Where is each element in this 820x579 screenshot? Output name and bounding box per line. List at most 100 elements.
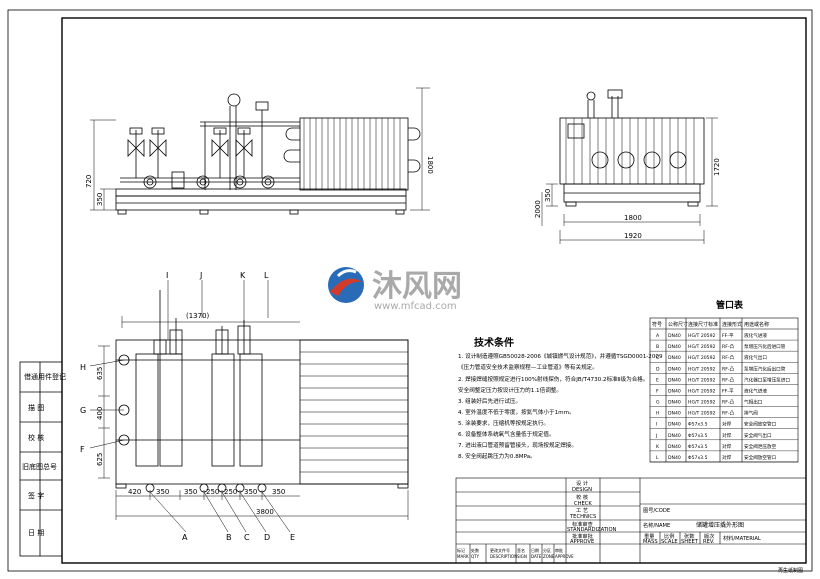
callout-D: D [264, 533, 270, 542]
tb-check-cn: 校 核 [576, 493, 588, 501]
nozzle-cell: 安全阀放空管口 [744, 454, 777, 461]
nozzle-cell: 对焊 [722, 454, 732, 461]
nozzle-cell: DN40 [668, 333, 681, 339]
nozzle-cell: H [656, 411, 659, 417]
nozzle-cell: 对焊 [722, 443, 732, 450]
nozzle-cell: Φ57x3.5 [688, 433, 708, 439]
tb-techn-cn: 工 艺 [576, 507, 588, 514]
tech-line-3: 安全阀整定压力按设计压力的1.1倍调整。 [458, 386, 562, 394]
nozzle-cell: HG/T 20592 [688, 355, 716, 361]
sidebar-label-0: 借通用件登记 [24, 372, 66, 381]
nozzle-cell: E [656, 377, 659, 383]
watermark-url: www.mfcad.com [374, 301, 457, 312]
nozzle-cell: RF-凸 [722, 411, 734, 417]
left-sidebar-table [19, 361, 63, 557]
tb-footer: 再生纸制图 [778, 567, 803, 574]
tech-line-1: 《压力管道安全技术监察规程—工业管道》等有关规定。 [458, 363, 598, 371]
nozzle-cell: DN40 [668, 433, 681, 439]
nozzle-cell: G [656, 400, 660, 406]
rev-col-0-en: MARK [457, 554, 469, 559]
nozzle-cell: 对焊 [722, 432, 732, 439]
tb-sheet-en: SHEET [681, 539, 699, 545]
nozzle-cell: 安全阀放空管口 [744, 421, 777, 428]
bottom-dim-0: 420 [128, 488, 141, 496]
bottom-dim-5: 350 [244, 488, 257, 496]
nozzle-cell: DN40 [668, 344, 681, 350]
tech-line-4: 3. 组装好后先进行试压。 [458, 397, 521, 405]
nozzle-cell: I [656, 422, 657, 428]
tb-material: 材料/MATERIAL [723, 534, 761, 542]
callout-A: A [182, 533, 188, 542]
nozzle-header-2: 连接尺寸标准 [688, 321, 718, 328]
callout-E: E [290, 533, 295, 542]
side-dim-b: 2000 [534, 200, 542, 218]
nozzle-cell: 液化气出口 [744, 354, 767, 361]
tb-rev-cn: 版次 [704, 532, 714, 540]
nozzle-cell: HG/T 20592 [688, 400, 716, 406]
nozzle-cell: C [656, 355, 659, 361]
sidebar-label-4: 签 字 [28, 491, 44, 500]
nozzle-cell: J [655, 433, 657, 439]
tb-mass-en: MASS [643, 539, 658, 545]
nozzle-cell: HG/T 20592 [688, 377, 716, 383]
tech-line-0: 1. 设计制造遵照GB50028-2006《城镇燃气设计规范》，并遵循TSGD0… [458, 352, 663, 360]
rev-col-6-cn: 审批 [555, 547, 563, 553]
front-view [115, 93, 421, 215]
tech-title: 技术条件 [474, 336, 514, 349]
nozzle-cell: 汽化器口至增压泵进口 [744, 376, 790, 383]
tb-scale-en: SCALE [661, 539, 678, 545]
rev-col-3-cn: 签名 [517, 547, 525, 553]
inner-frame [61, 17, 807, 564]
nozzle-cell: FF-平 [722, 388, 734, 394]
tb-sheet-cn: 张数 [684, 532, 695, 540]
nozzle-cell: DN40 [668, 455, 681, 461]
rev-col-2-en: DESCRIPTION [490, 554, 517, 559]
nozzle-cell: DN40 [668, 444, 681, 450]
nozzle-cell: HG/T 20592 [688, 388, 716, 394]
bottom-dim-1: 350 [156, 488, 169, 496]
tech-line-5: 4. 室外温度不低于零度，按氦气体小于1mm。 [458, 408, 575, 416]
revision-columns: 标记MARK处数QTY更改文件号DESCRIPTION签名SIGN日期DATE分… [457, 547, 574, 559]
nozzle-cell: D [656, 366, 660, 372]
callout-G: G [80, 406, 86, 415]
top-view-leaders [89, 280, 409, 533]
callout-B: B [226, 533, 232, 542]
tb-design-cn: 设 计 [576, 479, 588, 487]
nozzle-header-1: 公称尺寸 [668, 321, 688, 328]
rev-col-1-cn: 处数 [471, 547, 479, 553]
nozzle-cell: DN40 [668, 422, 681, 428]
bottom-dim-total: 3800 [256, 508, 274, 516]
rev-col-2-cn: 更改文件号 [490, 547, 510, 553]
tb-standard-en: STANDARDIZATION [567, 527, 617, 533]
tb-drawing-title: 储罐增压撬外形图 [696, 521, 744, 529]
nozzle-cell: K [656, 444, 660, 450]
nozzle-cell: A [656, 333, 660, 339]
front-dim-base: 350 [96, 193, 104, 206]
nozzle-header-3: 连接形式 [722, 321, 742, 328]
nozzle-cell: HG/T 20592 [688, 344, 716, 350]
nozzle-cell: L [656, 455, 659, 461]
sidebar-label-5: 日 期 [28, 529, 44, 537]
nozzle-cell: RF-凸 [722, 377, 734, 383]
nozzle-cell: DN40 [668, 355, 681, 361]
outer-frame [7, 9, 813, 572]
nozzle-cell: RF-凸 [722, 400, 734, 406]
side-dim-a: 350 [544, 189, 552, 202]
tb-standard-cn: 标准审查 [572, 520, 593, 528]
tech-line-7: 6. 设备整体系统氧气含量低于规定值。 [458, 430, 555, 438]
watermark-logo-icon [328, 267, 364, 303]
sidebar-label-3: 旧底图总号 [22, 462, 57, 471]
rev-col-1-en: QTY [471, 554, 480, 559]
nozzle-cell: DN40 [668, 366, 681, 372]
tech-line-6: 5. 涂装要求，压缩机等按规定执行。 [458, 419, 549, 427]
callout-C: C [244, 533, 250, 542]
tb-techn-en: TECHNICS [569, 514, 596, 520]
tech-line-8: 7. 进出液口管道预留管接头，现场按规定焊接。 [458, 441, 577, 449]
front-view-dimensions [90, 87, 430, 211]
sidebar-label-2: 校 核 [28, 433, 44, 442]
tb-approve-en: APPROVE [570, 539, 594, 545]
nozzle-cell: FF-平 [722, 333, 734, 339]
callout-J: J [199, 271, 202, 280]
